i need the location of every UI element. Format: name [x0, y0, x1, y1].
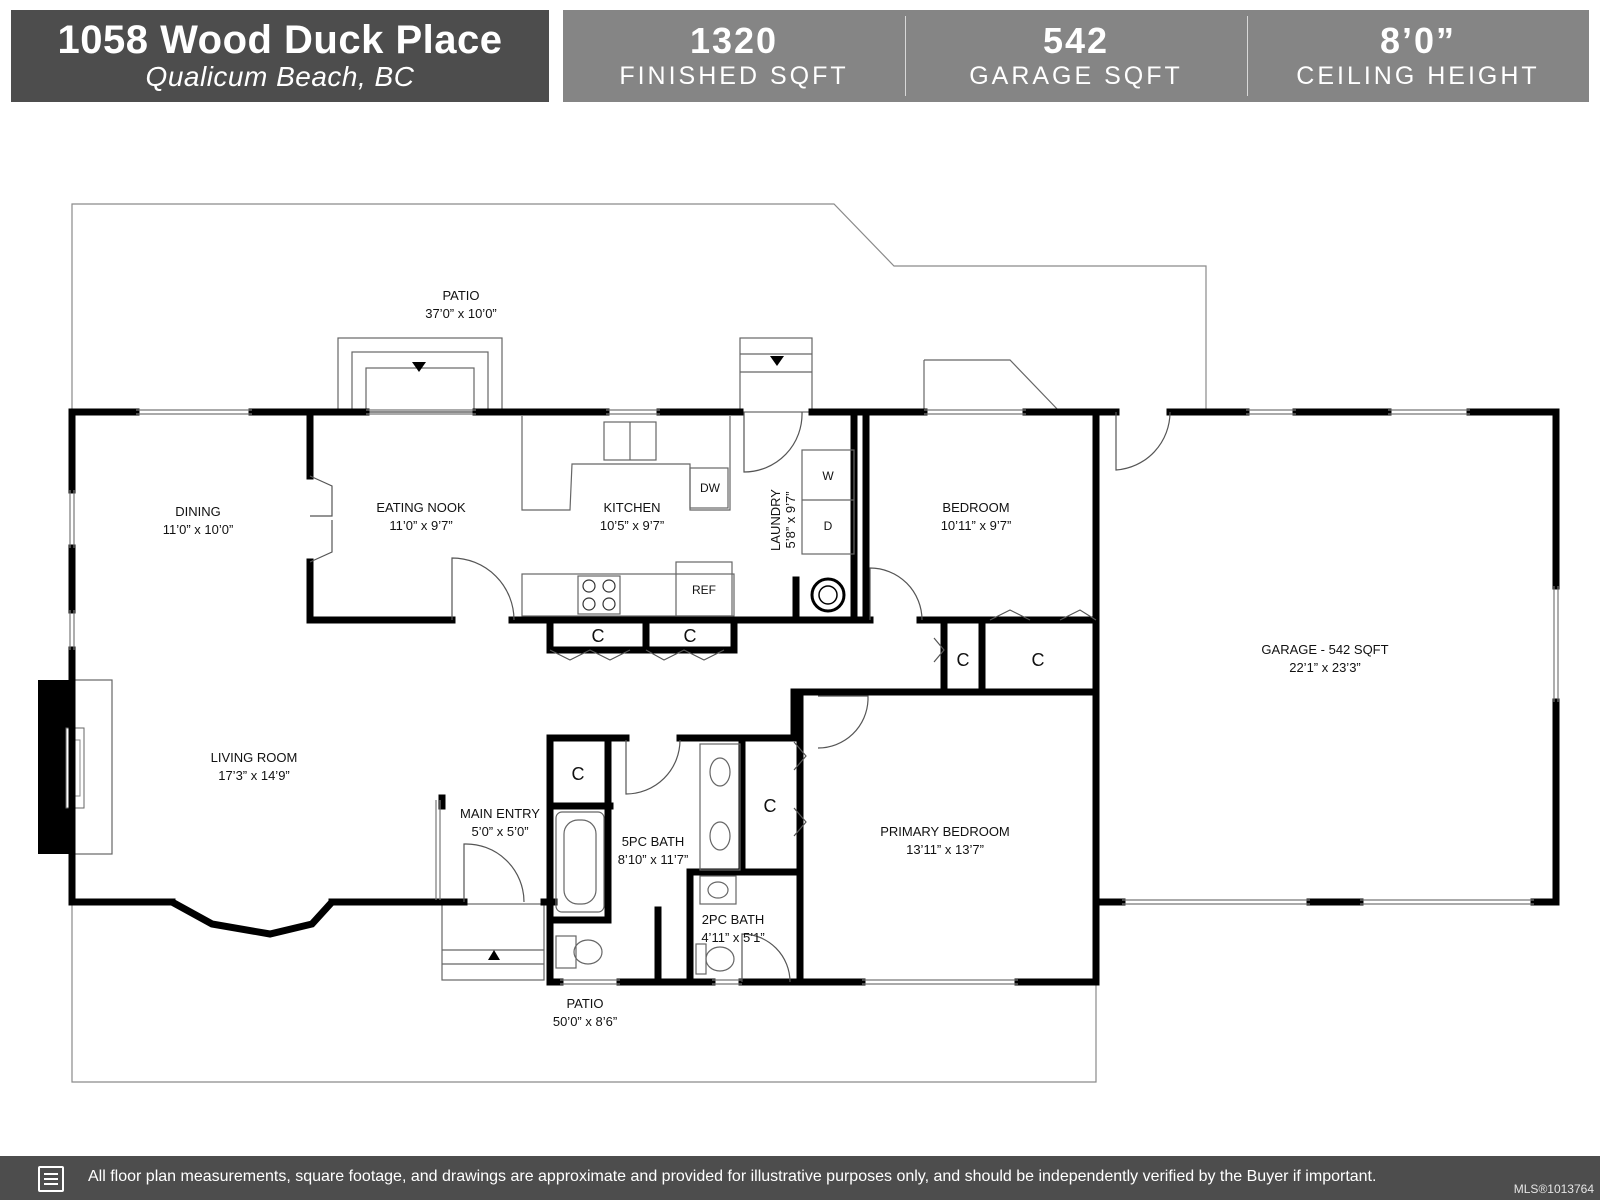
- room-name-living-room: LIVING ROOM: [211, 750, 298, 765]
- rear-steps: [337, 337, 1061, 413]
- address-banner: 1058 Wood Duck Place Qualicum Beach, BC: [11, 10, 549, 102]
- room-dims-laundry: 5’8” x 9’7”: [783, 491, 798, 548]
- property-address: 1058 Wood Duck Place: [57, 18, 503, 62]
- closet-label: C: [572, 764, 585, 784]
- water-heater: [810, 577, 846, 613]
- walls: [68, 408, 1560, 986]
- room-name-bedroom: BEDROOM: [942, 500, 1009, 515]
- closet-label: C: [1032, 650, 1045, 670]
- room-name-2pc-bath: 2PC BATH: [702, 912, 765, 927]
- doors: [309, 411, 1171, 983]
- room-dims-living-room: 17’3” x 14’9”: [218, 768, 290, 783]
- room-name-kitchen: KITCHEN: [603, 500, 660, 515]
- disclaimer-bar: All floor plan measurements, square foot…: [0, 1156, 1600, 1200]
- closet-label: C: [684, 626, 697, 646]
- room-dims-dining: 11’0” x 10’0”: [163, 522, 234, 537]
- room-name-main-entry: MAIN ENTRY: [460, 806, 540, 821]
- stat-value: 8’0”: [1379, 20, 1457, 61]
- room-dims-main-entry: 5’0” x 5’0”: [471, 824, 528, 839]
- stat-label: FINISHED SQFT: [619, 62, 849, 90]
- fireplace: [38, 679, 113, 855]
- room-name-dining: DINING: [175, 504, 221, 519]
- room-dims-garage: 22’1” x 23’3”: [1289, 660, 1361, 675]
- stat-value: 1320: [689, 20, 779, 61]
- room-dims-bedroom: 10’11” x 9’7”: [941, 518, 1012, 533]
- windows: [69, 409, 1559, 985]
- arrow-icon: [488, 950, 500, 960]
- room-name-5pc-bath: 5PC BATH: [622, 834, 685, 849]
- room-dims-primary-bedroom: 13’11” x 13’7”: [906, 842, 984, 857]
- stat-label: GARAGE SQFT: [969, 62, 1183, 90]
- bay-window: [170, 897, 335, 938]
- patio-outline: [71, 203, 1207, 1083]
- closet-label: C: [592, 626, 605, 646]
- room-name-garage: GARAGE - 542 SQFT: [1261, 642, 1388, 657]
- mls-number: MLS®1013764: [1513, 1182, 1594, 1196]
- room-dims-eating-nook: 11’0” x 9’7”: [389, 518, 452, 533]
- room-dims-patio-rear: 37’0” x 10’0”: [425, 306, 497, 321]
- arrow-icon: [412, 356, 784, 372]
- bath-fixtures: [555, 743, 741, 975]
- front-steps: [441, 903, 545, 981]
- floor-plan: PATIO 37’0” x 10’0” DINING 11’0” x 10’0”…: [38, 203, 1560, 1083]
- room-name-patio-front: PATIO: [566, 996, 603, 1011]
- stats-banner: 1320 FINISHED SQFT 542 GARAGE SQFT 8’0” …: [563, 10, 1589, 102]
- stat-label: CEILING HEIGHT: [1296, 62, 1540, 90]
- disclaimer-text: All floor plan measurements, square foot…: [88, 1168, 1377, 1185]
- room-dims-5pc-bath: 8’10” x 11’7”: [618, 852, 689, 867]
- dishwasher-label: DW: [700, 481, 721, 495]
- dryer-label: D: [824, 519, 833, 533]
- room-labels: PATIO 37’0” x 10’0” DINING 11’0” x 10’0”…: [163, 288, 1389, 1029]
- stat-garage-sqft: 542 GARAGE SQFT: [905, 10, 1247, 102]
- room-name-primary-bedroom: PRIMARY BEDROOM: [880, 824, 1010, 839]
- kitchen-counters: [521, 416, 855, 617]
- fixture-labels: C C C C C C DW REF W D: [572, 469, 1045, 816]
- document-icon: [38, 1166, 64, 1192]
- stat-ceiling-height: 8’0” CEILING HEIGHT: [1247, 10, 1589, 102]
- stat-finished-sqft: 1320 FINISHED SQFT: [563, 10, 905, 102]
- room-name-eating-nook: EATING NOOK: [376, 500, 466, 515]
- stove-burners: [582, 579, 616, 611]
- room-dims-2pc-bath: 4’11” x 5’1”: [701, 930, 764, 945]
- washer-label: W: [822, 469, 834, 483]
- room-dims-patio-front: 50’0” x 8’6”: [553, 1014, 617, 1029]
- closet-label: C: [764, 796, 777, 816]
- stat-value: 542: [1042, 20, 1110, 61]
- room-dims-kitchen: 10’5” x 9’7”: [600, 518, 664, 533]
- closet-label: C: [957, 650, 970, 670]
- room-name-laundry: LAUNDRY: [768, 489, 783, 551]
- refrigerator-label: REF: [692, 583, 716, 597]
- room-name-patio-rear: PATIO: [442, 288, 479, 303]
- property-city: Qualicum Beach, BC: [145, 61, 415, 92]
